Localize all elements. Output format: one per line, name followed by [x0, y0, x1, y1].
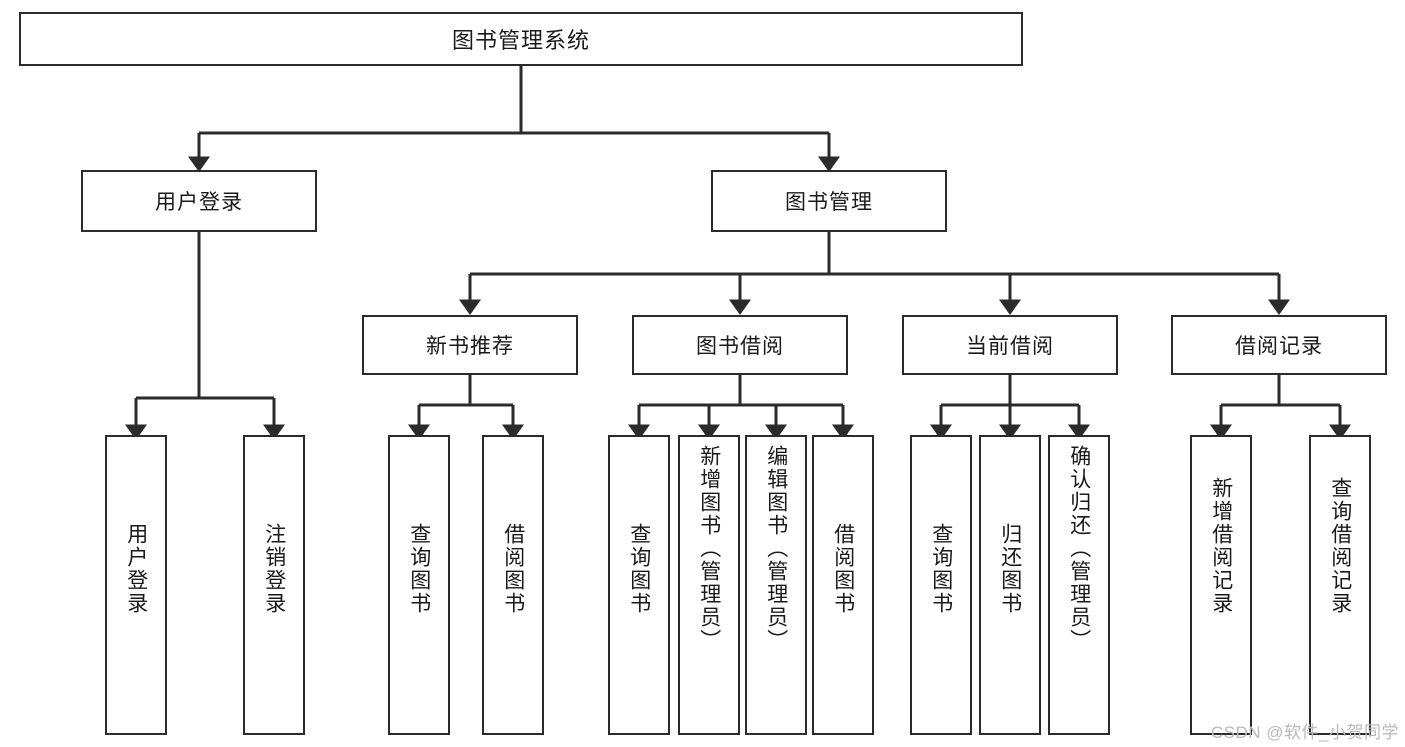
node-leaf-query-book-3[interactable]: 查询图书 — [910, 435, 972, 735]
watermark-text: CSDN @软件_小贺同学 — [1210, 723, 1399, 742]
node-leaf-return-book[interactable]: 归还图书 — [979, 435, 1041, 735]
node-label: 用户登录 — [155, 191, 243, 214]
node-leaf-query-book-2[interactable]: 查询图书 — [608, 435, 670, 735]
node-label: 借阅记录 — [1235, 335, 1323, 358]
node-label: 图书管理系统 — [451, 28, 590, 53]
node-leaf-query-record[interactable]: 查询借阅记录 — [1309, 435, 1371, 735]
node-leaf-edit-book[interactable]: 编辑图书（管理员） — [745, 435, 807, 735]
node-leaf-confirm-return[interactable]: 确认归还（管理员） — [1048, 435, 1110, 735]
node-label: 新增图书（管理员） — [697, 445, 721, 652]
node-leaf-borrow-book-1[interactable]: 借阅图书 — [482, 435, 544, 735]
node-label: 当前借阅 — [966, 335, 1054, 358]
node-leaf-user-login[interactable]: 用户登录 — [105, 435, 167, 735]
node-leaf-query-book-1[interactable]: 查询图书 — [388, 435, 450, 735]
node-label: 借阅图书 — [831, 523, 855, 615]
node-leaf-logout-login[interactable]: 注销登录 — [243, 435, 305, 735]
node-current-borrow[interactable]: 当前借阅 — [902, 315, 1118, 375]
node-label: 归还图书 — [998, 523, 1022, 615]
node-new-book-recommend[interactable]: 新书推荐 — [362, 315, 578, 375]
node-book-management[interactable]: 图书管理 — [711, 170, 947, 232]
node-label: 查询图书 — [929, 523, 953, 615]
node-label: 确认归还（管理员） — [1067, 445, 1091, 652]
node-label: 借阅图书 — [501, 523, 525, 615]
node-label: 编辑图书（管理员） — [764, 445, 788, 652]
node-label: 用户登录 — [124, 523, 148, 615]
node-label: 图书管理 — [785, 191, 873, 214]
node-leaf-add-record[interactable]: 新增借阅记录 — [1190, 435, 1252, 735]
node-user-login[interactable]: 用户登录 — [81, 170, 317, 232]
node-label: 新增借阅记录 — [1209, 477, 1233, 615]
node-book-borrow[interactable]: 图书借阅 — [632, 315, 848, 375]
node-leaf-borrow-book-2[interactable]: 借阅图书 — [812, 435, 874, 735]
node-book-management-system[interactable]: 图书管理系统 — [19, 12, 1023, 66]
node-label: 查询借阅记录 — [1328, 477, 1352, 615]
node-label: 查询图书 — [627, 523, 651, 615]
node-label: 新书推荐 — [426, 335, 514, 358]
node-borrow-record[interactable]: 借阅记录 — [1171, 315, 1387, 375]
node-label: 查询图书 — [407, 523, 431, 615]
node-leaf-add-book[interactable]: 新增图书（管理员） — [678, 435, 740, 735]
node-label: 图书借阅 — [696, 335, 784, 358]
node-label: 注销登录 — [262, 523, 286, 615]
